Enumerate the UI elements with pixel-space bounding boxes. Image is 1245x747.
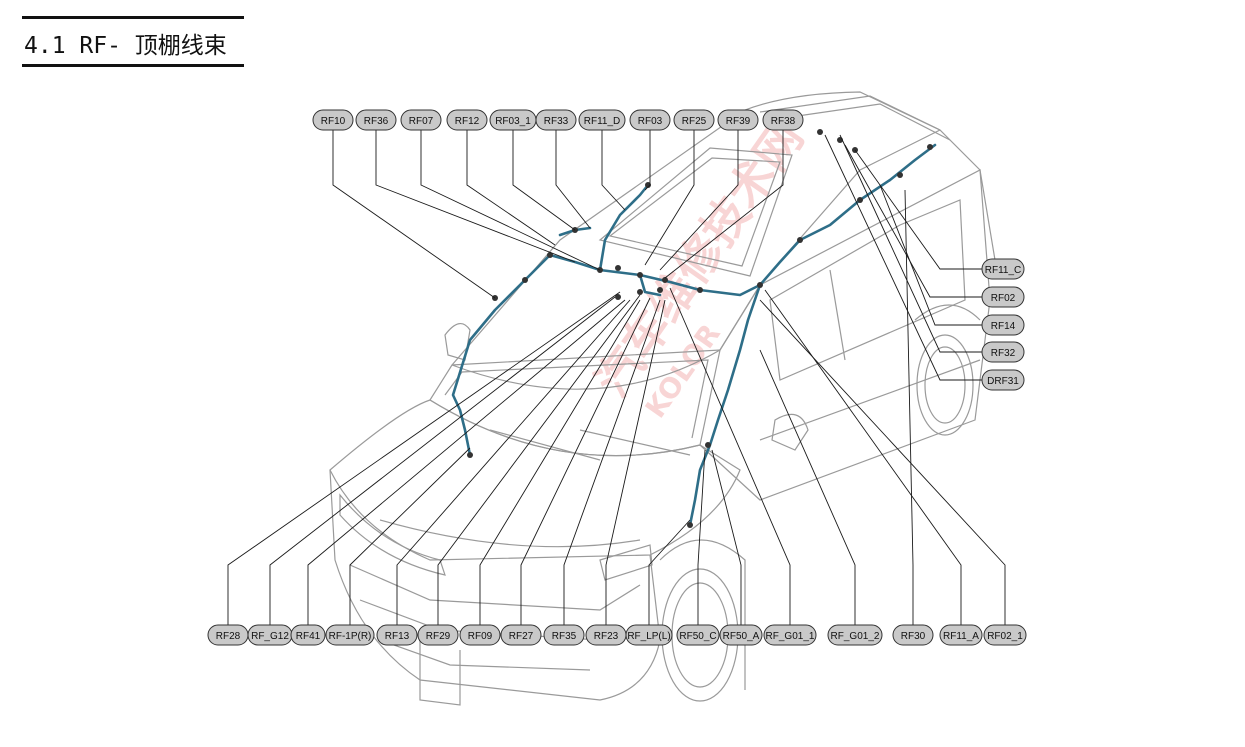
tag-label: RF13 xyxy=(385,631,410,642)
tag-label: RF32 xyxy=(991,348,1016,359)
tag-rf13: RF13 xyxy=(376,624,418,646)
tag-label: RF_G01_2 xyxy=(831,631,880,642)
tag-rf27: RF27 xyxy=(500,624,542,646)
tag-rf50-a: RF50_A xyxy=(719,624,763,646)
tag-rf11-d: RF11_D xyxy=(578,109,626,131)
tag-label: RF33 xyxy=(544,116,569,127)
tag-label: RF02_1 xyxy=(987,631,1023,642)
tag-label: RF11_D xyxy=(584,116,621,127)
tag-rf36: RF36 xyxy=(355,109,397,131)
tag-label: RF30 xyxy=(901,631,926,642)
section-name: RF- 顶棚线束 xyxy=(79,33,227,59)
tag-rf-g01-2: RF_G01_2 xyxy=(827,624,883,646)
harness-connectors xyxy=(467,129,933,528)
tag-label: RF14 xyxy=(991,321,1016,332)
tag-rf-g01-1: RF_G01_1 xyxy=(763,624,817,646)
tag-rf-1p-r: RF-1P(R) xyxy=(325,624,375,646)
tag-label: RF02 xyxy=(991,293,1016,304)
section-title: 4.1 RF- 顶棚线束 xyxy=(24,26,227,60)
tag-rf25: RF25 xyxy=(673,109,715,131)
tag-rf12: RF12 xyxy=(446,109,488,131)
header-rule-bottom xyxy=(22,64,244,67)
connector-tags: RF10 RF36 RF07 RF12 RF03_1 RF33 RF11_D R… xyxy=(207,109,1027,646)
tag-rf39: RF39 xyxy=(717,109,759,131)
section-header: 4.1 RF- 顶棚线束 xyxy=(22,16,244,68)
tag-rf11-c: RF11_C xyxy=(981,258,1025,280)
tag-label: RF28 xyxy=(216,631,241,642)
tag-label: RF35 xyxy=(552,631,577,642)
section-number: 4.1 xyxy=(24,33,66,59)
tag-rf14: RF14 xyxy=(981,314,1025,336)
tag-label: RF_LP(L) xyxy=(627,631,670,642)
tag-label: RF41 xyxy=(296,631,321,642)
tag-rf38: RF38 xyxy=(762,109,804,131)
tag-label: RF_G01_1 xyxy=(766,631,815,642)
tag-rf-lp-l: RF_LP(L) xyxy=(625,624,673,646)
tag-label: RF03 xyxy=(638,116,663,127)
leader-lines xyxy=(227,130,1006,625)
tag-rf02: RF02 xyxy=(981,286,1025,308)
tag-rf35: RF35 xyxy=(543,624,585,646)
tag-rf41: RF41 xyxy=(290,624,326,646)
tag-label: RF50_A xyxy=(723,631,760,642)
tag-label: RF39 xyxy=(726,116,751,127)
tag-rf-g12: RF_G12 xyxy=(247,624,293,646)
tag-label: RF38 xyxy=(771,116,796,127)
tag-label: RF12 xyxy=(455,116,480,127)
tag-label: RF10 xyxy=(321,116,346,127)
tag-label: RF29 xyxy=(426,631,451,642)
tag-rf09: RF09 xyxy=(459,624,501,646)
tag-label: RF03_1 xyxy=(495,116,531,127)
tag-rf33: RF33 xyxy=(535,109,577,131)
tag-label: RF27 xyxy=(509,631,534,642)
tag-rf32: RF32 xyxy=(981,341,1025,363)
tag-label: RF-1P(R) xyxy=(329,631,372,642)
tag-rf03: RF03 xyxy=(629,109,671,131)
tag-label: RF23 xyxy=(594,631,619,642)
tag-rf29: RF29 xyxy=(417,624,459,646)
tag-rf03-1: RF03_1 xyxy=(489,109,537,131)
tag-rf10: RF10 xyxy=(312,109,354,131)
tag-label: RF11_C xyxy=(985,265,1022,276)
header-rule-top xyxy=(22,16,244,19)
tag-label: RF25 xyxy=(682,116,707,127)
tag-label: RF36 xyxy=(364,116,389,127)
tag-rf28: RF28 xyxy=(207,624,249,646)
tag-rf02-1: RF02_1 xyxy=(983,624,1027,646)
tag-drf31: DRF31 xyxy=(981,369,1025,391)
tag-rf23: RF23 xyxy=(585,624,627,646)
tag-label: RF_G12 xyxy=(251,631,289,642)
tag-label: RF50_C xyxy=(679,631,716,642)
tag-label: DRF31 xyxy=(987,376,1019,387)
tag-rf30: RF30 xyxy=(892,624,934,646)
tag-rf11-a: RF11_A xyxy=(939,624,983,646)
tag-label: RF07 xyxy=(409,116,434,127)
tag-rf50-c: RF50_C xyxy=(676,624,720,646)
tag-rf07: RF07 xyxy=(400,109,442,131)
tag-label: RF11_A xyxy=(943,631,979,642)
tag-label: RF09 xyxy=(468,631,493,642)
